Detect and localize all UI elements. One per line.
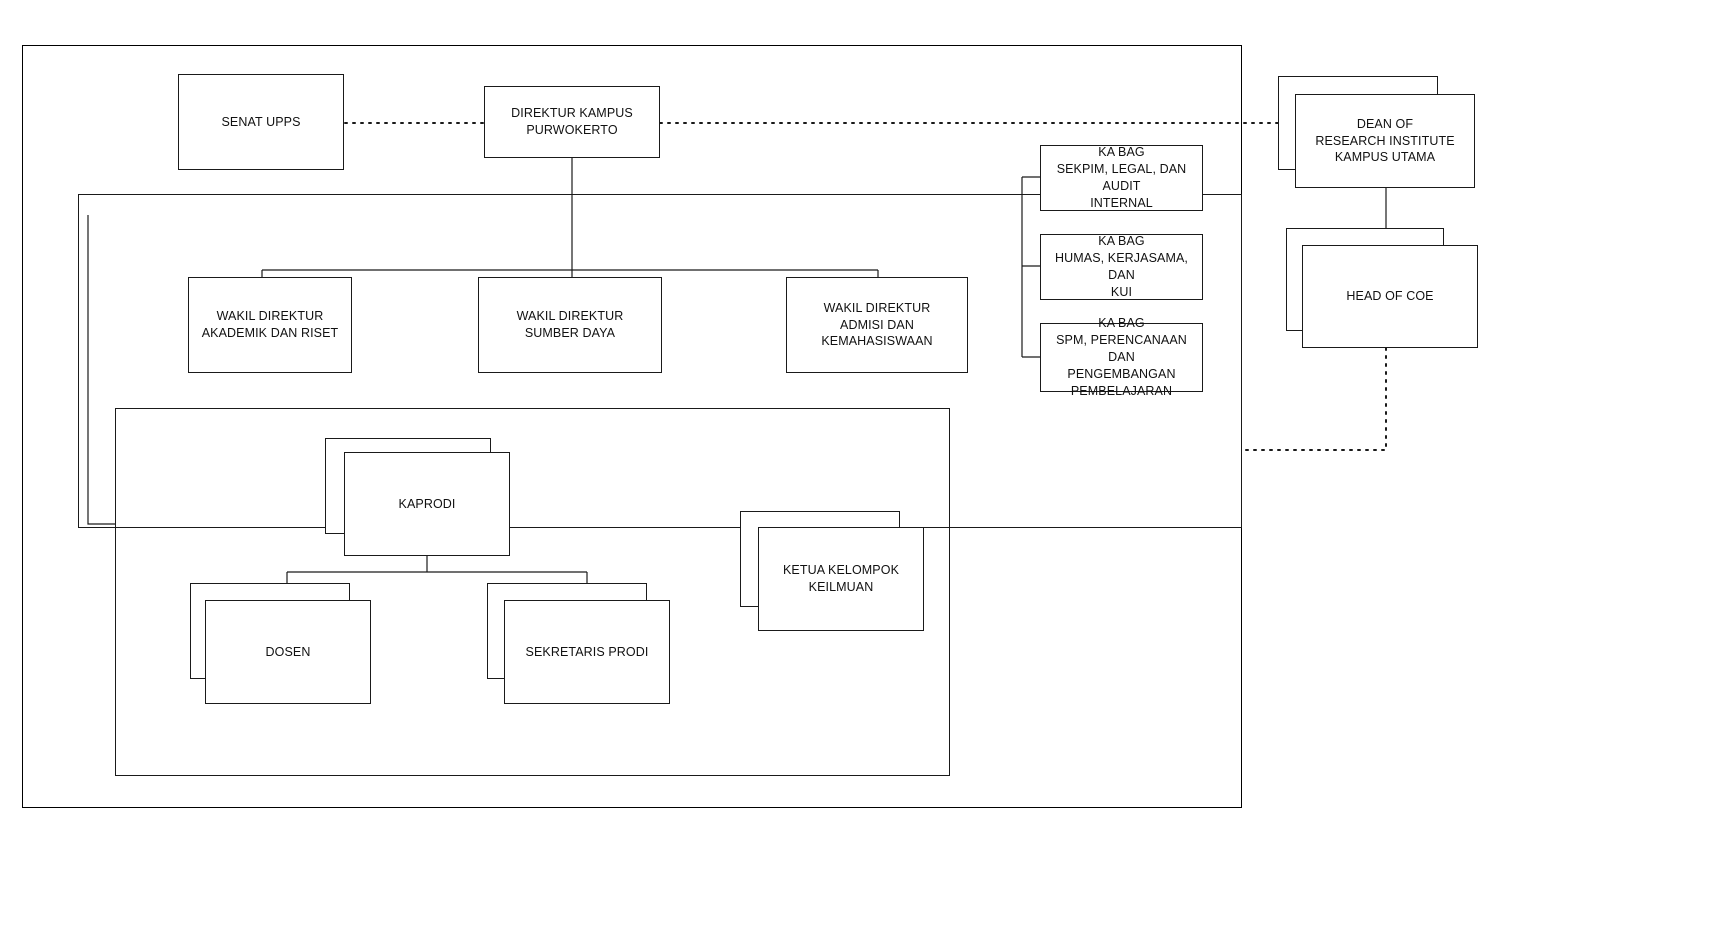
node-senat-upps[interactable]: SENAT UPPS: [178, 74, 344, 170]
node-label-head-of-coe: HEAD OF COE: [1346, 289, 1434, 304]
kampus-group-frame: [78, 194, 1242, 528]
coe-to-frame-dotted: [1242, 347, 1387, 451]
node-label-kaprodi: KAPRODI: [398, 496, 456, 511]
prodi-group-frame: [115, 408, 950, 776]
node-head-of-coe[interactable]: HEAD OF COE: [1302, 245, 1478, 348]
node-label-senat-upps: SENAT UPPS: [221, 114, 301, 129]
node-label-dosen: DOSEN: [265, 644, 311, 659]
node-sekretaris-prodi[interactable]: SEKRETARIS PRODI: [504, 600, 670, 704]
node-label-sekretaris-prodi: SEKRETARIS PRODI: [525, 644, 649, 659]
node-dosen[interactable]: DOSEN: [205, 600, 371, 704]
node-kaprodi[interactable]: KAPRODI: [344, 452, 510, 556]
